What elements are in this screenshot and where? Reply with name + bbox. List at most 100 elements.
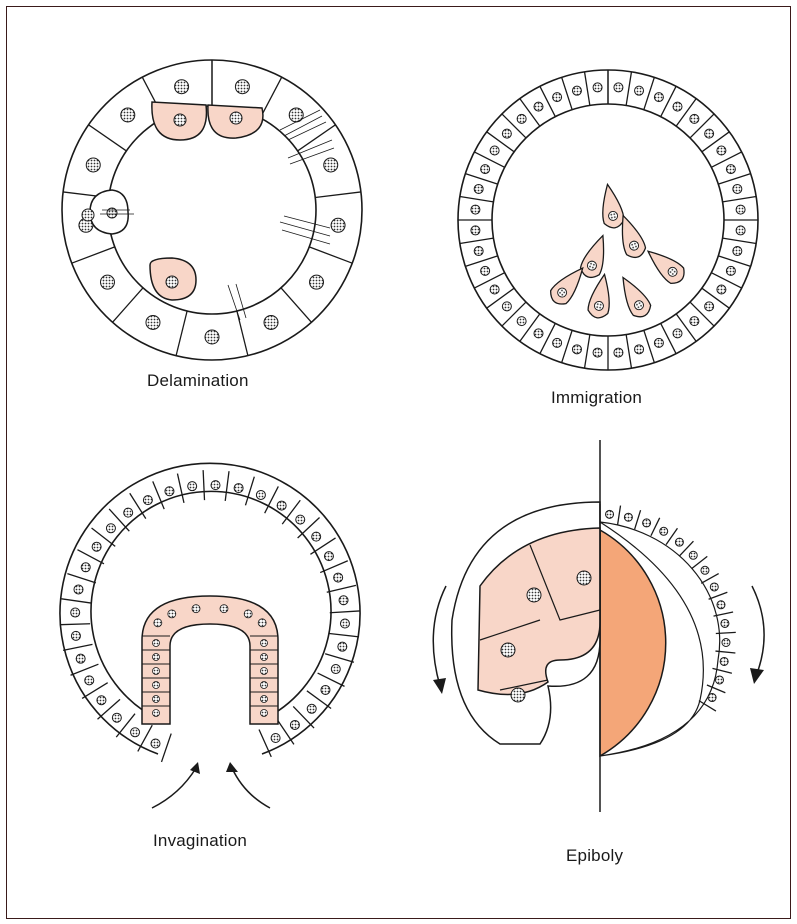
cell-nucleus xyxy=(81,563,90,572)
cell-nucleus xyxy=(121,108,135,122)
cell-nucleus xyxy=(324,158,338,172)
cell-nucleus xyxy=(296,515,305,524)
cell-nucleus xyxy=(474,184,483,193)
immigration-blastula xyxy=(458,70,758,370)
cell-nucleus xyxy=(321,685,330,694)
cell-nucleus xyxy=(593,83,602,92)
cell-nucleus xyxy=(534,329,543,338)
caption-delamination: Delamination xyxy=(147,371,249,391)
cell-nucleus xyxy=(474,247,483,256)
cell-nucleus xyxy=(717,601,725,609)
arrow-up-icon xyxy=(226,762,238,772)
cell-nucleus xyxy=(74,585,83,594)
cell-nucleus xyxy=(334,573,343,582)
cell-nucleus xyxy=(708,694,716,702)
cell-nucleus xyxy=(502,129,511,138)
cell-nucleus xyxy=(614,348,623,357)
cell-nucleus xyxy=(534,102,543,111)
caption-epiboly: Epiboly xyxy=(566,846,623,866)
cell-nucleus xyxy=(339,596,348,605)
cell-nucleus xyxy=(97,696,106,705)
cell-nucleus xyxy=(614,83,623,92)
cell-nucleus xyxy=(481,165,490,174)
cell-nucleus xyxy=(660,527,668,535)
cell-nucleus xyxy=(736,226,745,235)
cell-nucleus xyxy=(502,302,511,311)
cell-nucleus xyxy=(726,266,735,275)
cell-nucleus xyxy=(517,114,526,123)
cell-nucleus xyxy=(720,657,728,665)
cell-nucleus xyxy=(331,665,340,674)
cell-nucleus xyxy=(624,513,632,521)
cell-nucleus xyxy=(701,566,709,574)
cell-nucleus xyxy=(338,642,347,651)
cell-nucleus xyxy=(471,226,480,235)
cell-nucleus xyxy=(606,510,614,518)
arrow-down-icon xyxy=(433,678,446,694)
cell-nucleus xyxy=(721,619,729,627)
arrow-up-icon xyxy=(190,762,200,774)
cell-nucleus xyxy=(553,338,562,347)
cell-nucleus xyxy=(106,524,115,533)
cell-nucleus xyxy=(733,184,742,193)
cell-nucleus xyxy=(71,608,80,617)
caption-invagination: Invagination xyxy=(153,831,247,851)
cell-nucleus xyxy=(635,86,644,95)
cell-nucleus xyxy=(188,482,197,491)
cell-nucleus xyxy=(715,676,723,684)
cell-nucleus xyxy=(312,532,321,541)
cell-nucleus xyxy=(643,519,651,527)
cell-nucleus xyxy=(490,285,499,294)
cell-nucleus xyxy=(175,80,189,94)
cell-nucleus xyxy=(271,734,280,743)
cell-nucleus xyxy=(690,114,699,123)
cell-nucleus xyxy=(143,496,152,505)
cell-nucleus xyxy=(722,638,730,646)
cell-nucleus xyxy=(654,93,663,102)
cell-nucleus xyxy=(705,302,714,311)
cell-nucleus xyxy=(331,218,345,232)
cell-nucleus xyxy=(100,275,114,289)
arrow-down-icon xyxy=(750,668,764,684)
cell-nucleus xyxy=(92,542,101,551)
cell-nucleus xyxy=(654,338,663,347)
cell-nucleus xyxy=(675,538,683,546)
cell-nucleus xyxy=(307,704,316,713)
epiboly-embryo xyxy=(433,440,764,812)
invagination-blastula xyxy=(60,463,360,808)
cell-nucleus xyxy=(710,583,718,591)
cell-nucleus xyxy=(635,345,644,354)
cell-nucleus xyxy=(71,631,80,640)
cell-nucleus xyxy=(290,720,299,729)
cell-nucleus xyxy=(717,146,726,155)
cell-nucleus xyxy=(340,619,349,628)
cell-nucleus xyxy=(471,205,480,214)
cell-nucleus xyxy=(310,275,324,289)
cell-nucleus xyxy=(593,348,602,357)
cell-nucleus xyxy=(277,501,286,510)
cell-nucleus xyxy=(481,266,490,275)
cell-nucleus xyxy=(234,484,243,493)
cell-nucleus xyxy=(76,654,85,663)
cell-nucleus xyxy=(673,102,682,111)
cell-nucleus xyxy=(553,93,562,102)
cell-nucleus xyxy=(256,490,265,499)
cell-nucleus xyxy=(690,317,699,326)
delamination-blastula xyxy=(62,60,362,360)
caption-immigration: Immigration xyxy=(551,388,642,408)
cell-nucleus xyxy=(211,481,220,490)
cell-nucleus xyxy=(86,158,100,172)
cell-nucleus xyxy=(517,317,526,326)
cell-nucleus xyxy=(689,551,697,559)
cell-nucleus xyxy=(151,739,160,748)
cell-nucleus xyxy=(726,165,735,174)
cell-nucleus xyxy=(324,552,333,561)
cell-nucleus xyxy=(717,285,726,294)
cell-nucleus xyxy=(572,86,581,95)
cell-nucleus xyxy=(733,247,742,256)
cell-nucleus xyxy=(572,345,581,354)
cell-nucleus xyxy=(673,329,682,338)
cell-nucleus xyxy=(736,205,745,214)
cell-nucleus xyxy=(146,315,160,329)
